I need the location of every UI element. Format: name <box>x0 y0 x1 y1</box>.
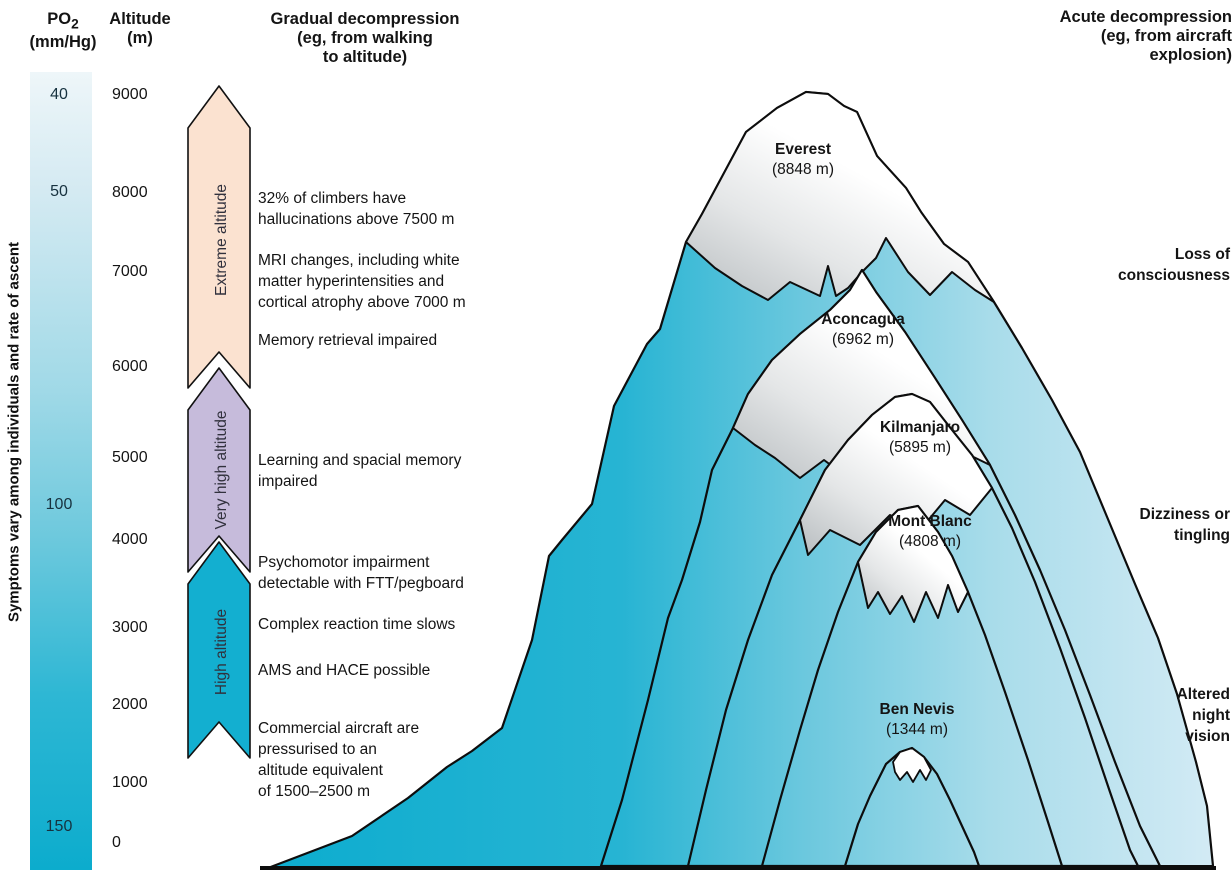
altitude-tick-1000: 1000 <box>112 774 148 791</box>
mont-blanc-name: Mont Blanc <box>888 513 972 530</box>
zone-label-high-altitude: High altitude <box>213 608 230 696</box>
po2-header: PO2 (mm/Hg) <box>30 10 97 52</box>
annotation-mri-changes: MRI changes, including white matter hype… <box>258 252 466 311</box>
kilmanjaro-snowcap <box>799 393 993 556</box>
annotation-commercial-aircraft: Commercial aircraft are pressurised to a… <box>258 720 420 800</box>
po2-label: PO2 <box>47 10 79 32</box>
mont-blanc-elevation: (4808 m) <box>898 533 962 550</box>
annotation-hallucinations: 32% of climbers have hallucinations abov… <box>258 190 455 228</box>
everest-elevation: (8848 m) <box>771 161 835 178</box>
ben-nevis-elevation: (1344 m) <box>885 721 949 738</box>
mont-blanc-snowcap <box>857 505 969 623</box>
everest-name: Everest <box>774 141 831 158</box>
altitude-label: Altitude <box>109 10 171 28</box>
annotation-psychomotor: Psychomotor impairment detectable with F… <box>258 554 464 592</box>
gradual-decompression-header: Gradual decompression (eg, from walking … <box>270 10 460 66</box>
extreme-altitude-arrow <box>187 85 251 389</box>
altitude-tick-2000: 2000 <box>112 696 148 713</box>
altitude-tick-0: 0 <box>112 834 121 851</box>
altitude-tick-3000: 3000 <box>112 619 148 636</box>
altitude-tick-5000: 5000 <box>112 449 148 466</box>
annotation-ams-hace: AMS and HACE possible <box>258 662 431 679</box>
ben-nevis-name: Ben Nevis <box>879 701 955 718</box>
effect-dizziness-tingling: Dizziness or tingling <box>1139 506 1230 544</box>
zone-label-extreme-altitude: Extreme altitude <box>213 184 230 296</box>
ben-nevis-snowcap <box>892 747 932 783</box>
altitude-tick-8000: 8000 <box>112 184 148 201</box>
label-kilmanjaro: Kilmanjaro (5895 m) <box>880 418 960 458</box>
aconcagua-name: Aconcagua <box>821 311 905 328</box>
po2-unit: (mm/Hg) <box>29 33 97 52</box>
po2-tick-100: 100 <box>45 496 73 513</box>
altitude-tick-9000: 9000 <box>112 86 148 103</box>
effect-loss-of-consciousness: Loss of consciousness <box>1118 246 1230 284</box>
side-note: Symptoms vary among individuals and rate… <box>5 241 23 623</box>
label-everest: Everest (8848 m) <box>772 140 834 180</box>
annotation-learning-memory: Learning and spacial memory impaired <box>258 452 462 490</box>
everest-snowcap <box>685 91 995 303</box>
altitude-header: Altitude (m) <box>109 10 170 48</box>
zone-label-very-high-altitude: Very high altitude <box>213 410 230 530</box>
label-ben-nevis: Ben Nevis (1344 m) <box>880 700 955 740</box>
label-aconcagua: Aconcagua (6962 m) <box>821 310 905 350</box>
po2-tick-40: 40 <box>50 86 68 103</box>
kilmanjaro-elevation: (5895 m) <box>888 439 952 456</box>
effect-altered-night-vision: Altered night vision <box>1176 686 1230 745</box>
altitude-tick-4000: 4000 <box>112 531 148 548</box>
aconcagua-elevation: (6962 m) <box>831 331 895 348</box>
altitude-tick-6000: 6000 <box>112 358 148 375</box>
acute-decompression-header: Acute decompression (eg, from aircraft e… <box>1059 8 1232 64</box>
altitude-unit: (m) <box>127 29 153 47</box>
annotation-reaction-time: Complex reaction time slows <box>258 616 456 633</box>
label-mont-blanc: Mont Blanc (4808 m) <box>888 512 972 552</box>
po2-tick-50: 50 <box>50 183 68 200</box>
altitude-tick-7000: 7000 <box>112 263 148 280</box>
high-altitude-arrow <box>187 541 251 759</box>
very-high-altitude-arrow <box>187 367 251 573</box>
kilmanjaro-name: Kilmanjaro <box>879 419 961 436</box>
po2-tick-150: 150 <box>45 818 73 835</box>
po2-gradient-bar <box>30 72 92 870</box>
annotation-memory-retrieval: Memory retrieval impaired <box>258 332 438 349</box>
